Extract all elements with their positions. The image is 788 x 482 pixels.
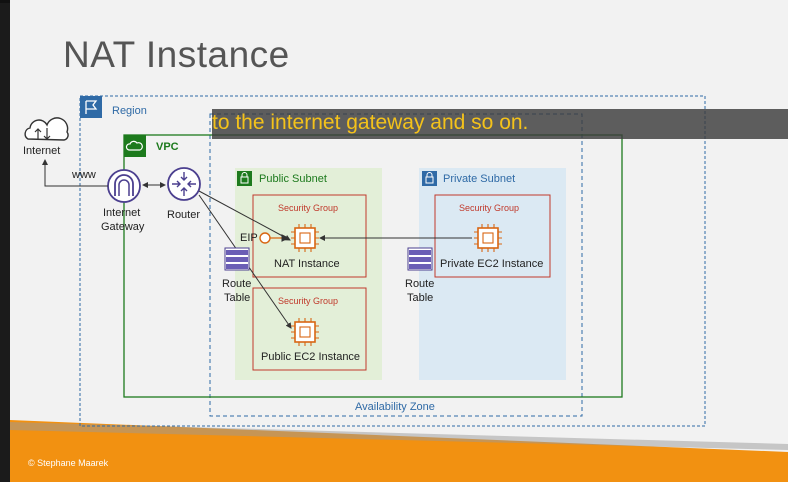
www-label: www <box>72 169 96 181</box>
route-table-public-label-line1: Route <box>222 278 252 290</box>
caption-text: to the internet gateway and so on. <box>212 111 529 134</box>
sg-private-ec2-box <box>434 194 551 278</box>
caption-bar <box>212 109 788 139</box>
route-table-private-label-line2: Table <box>407 292 434 304</box>
route-table-icon-private <box>407 247 433 271</box>
sg-public-ec2-label: Security Group <box>278 296 339 306</box>
public-ec2-chip-icon <box>291 318 319 346</box>
route-table-public-label-line2: Table <box>224 292 251 304</box>
route-table-private-label-line1: Route <box>405 278 435 290</box>
availability-zone-label: Availability Zone <box>355 401 435 413</box>
sg-public-ec2-box <box>252 287 367 371</box>
eip-label: EIP <box>240 232 258 244</box>
internet-cloud-icon <box>24 117 69 141</box>
public-subnet-label: Public Subnet <box>259 173 327 185</box>
internet-link-line <box>42 159 108 187</box>
public-subnet-box <box>235 168 382 380</box>
internet-gateway-icon <box>107 169 141 203</box>
vpc-cloud-icon <box>124 135 146 157</box>
vpc-label: VPC <box>156 141 179 153</box>
slide-title: NAT Instance <box>63 34 290 75</box>
private-subnet-box <box>419 168 566 380</box>
public-subnet-lock-icon <box>237 171 252 186</box>
copyright-text: © Stephane Maarek <box>28 458 109 468</box>
sg-private-ec2-label: Security Group <box>459 203 520 213</box>
router-label: Router <box>167 209 201 221</box>
igw-label-line1: Internet <box>103 207 141 219</box>
nat-instance-chip-icon <box>291 224 319 252</box>
route-table-icon-public <box>224 247 250 271</box>
private-ec2-label: Private EC2 Instance <box>440 258 544 270</box>
region-box <box>79 95 706 427</box>
sg-nat-label: Security Group <box>278 203 339 213</box>
igw-label-line2: Gateway <box>101 221 145 233</box>
footer-band <box>10 420 788 482</box>
eip-icon <box>259 232 271 244</box>
region-flag-icon <box>80 96 102 118</box>
internet-label: Internet <box>23 145 61 157</box>
router-icon <box>167 167 201 201</box>
slide <box>10 0 788 482</box>
public-ec2-label: Public EC2 Instance <box>261 351 361 363</box>
sg-nat-box <box>252 194 367 278</box>
private-ec2-chip-icon <box>474 224 502 252</box>
router-nat-link <box>198 190 291 241</box>
private-subnet-lock-icon <box>422 171 437 186</box>
region-label: Region <box>112 105 147 117</box>
nat-instance-label: NAT Instance <box>274 258 340 270</box>
private-subnet-label: Private Subnet <box>443 173 516 185</box>
